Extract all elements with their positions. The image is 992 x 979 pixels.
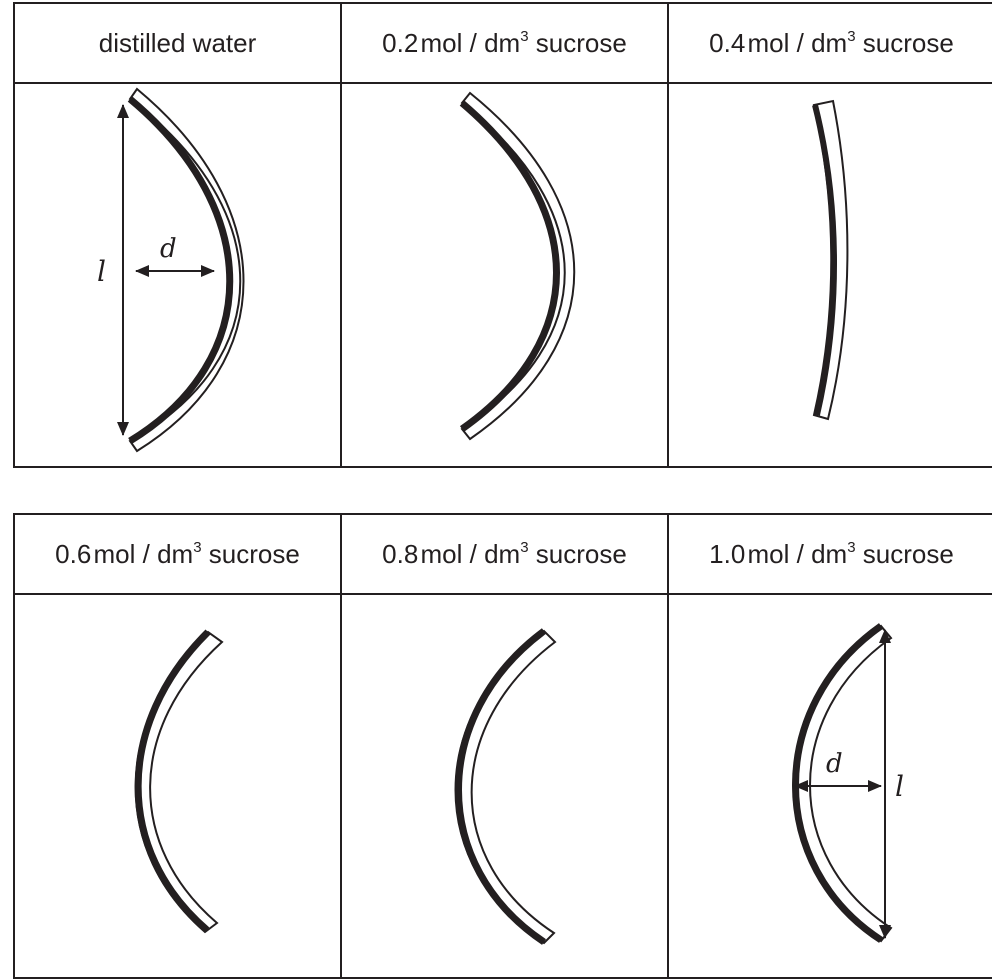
concentration-value: 0.2: [382, 27, 419, 58]
solute-name: sucrose: [208, 538, 300, 569]
tissue-strip-distilled-water: l d: [97, 87, 245, 453]
header-sucrose-0-8: 0.8 mol / dm3 sucrose: [340, 513, 669, 595]
cell-sucrose-0-2: [340, 82, 669, 468]
tissue-strip-dark-edge: [134, 629, 211, 933]
distance-label: d: [826, 749, 843, 779]
header-sucrose-0-2: 0.2 mol / dm3 sucrose: [340, 2, 669, 84]
tissue-strip-dark-edge: [455, 628, 547, 945]
results-table-top: distilled water 0.2 mol / dm3 sucrose 0.…: [13, 2, 992, 468]
concentration-unit: mol / dm: [420, 27, 521, 58]
solute-name: sucrose: [535, 27, 627, 58]
concentration-unit: mol / dm: [747, 538, 848, 569]
concentration-value: 0.8: [382, 538, 419, 569]
unit-exponent: 3: [193, 538, 202, 556]
length-label: l: [895, 770, 904, 803]
concentration-unit: mol / dm: [420, 538, 521, 569]
tissue-strip-sucrose-0-8: [454, 628, 557, 945]
results-table-bottom: 0.6 mol / dm3 sucrose 0.8 mol / dm3 sucr…: [13, 513, 992, 979]
concentration-value: 1.0: [709, 538, 746, 569]
tissue-strip-outline: [812, 99, 849, 421]
header-row-top: distilled water 0.2 mol / dm3 sucrose 0.…: [13, 2, 992, 84]
tissue-strip-sucrose-0-4: [812, 99, 849, 421]
header-sucrose-0-4: 0.4 mol / dm3 sucrose: [667, 2, 992, 84]
image-row-top: l d: [13, 82, 992, 468]
length-label: l: [97, 255, 106, 288]
concentration-value: 0.6: [55, 538, 92, 569]
tissue-strip-outline: [128, 87, 245, 453]
solute-name: sucrose: [862, 538, 954, 569]
concentration-unit: mol / dm: [747, 27, 848, 58]
tissue-strip-sucrose-0-2: [459, 91, 576, 441]
distance-label: d: [160, 234, 177, 264]
header-row-bottom: 0.6 mol / dm3 sucrose 0.8 mol / dm3 sucr…: [13, 513, 992, 595]
concentration-value: 0.4: [709, 27, 746, 58]
header-label: distilled water: [98, 27, 257, 58]
tissue-strip-outline: [792, 624, 893, 943]
tissue-strip-outline: [460, 91, 576, 441]
header-distilled-water: distilled water: [13, 2, 342, 84]
unit-exponent: 3: [520, 538, 529, 556]
tissue-strip-dark-edge: [812, 104, 837, 416]
tissue-strip-outline: [454, 629, 557, 945]
unit-exponent: 3: [847, 538, 856, 556]
solute-name: sucrose: [535, 538, 627, 569]
concentration-unit: mol / dm: [93, 538, 194, 569]
header-sucrose-1-0: 1.0 mol / dm3 sucrose: [667, 513, 992, 595]
unit-exponent: 3: [847, 27, 856, 45]
tissue-strip-dark-edge: [127, 96, 234, 444]
unit-exponent: 3: [520, 27, 529, 45]
tissue-strip-sucrose-0-6: [134, 629, 224, 934]
cell-sucrose-0-4: [667, 82, 992, 468]
tissue-strip-sucrose-1-0: d l: [792, 623, 904, 943]
cell-distilled-water: l d: [13, 82, 342, 468]
solute-name: sucrose: [862, 27, 954, 58]
cell-sucrose-0-8: [340, 593, 669, 979]
header-sucrose-0-6: 0.6 mol / dm3 sucrose: [13, 513, 342, 595]
cell-sucrose-1-0: d l: [667, 593, 992, 979]
cell-sucrose-0-6: [13, 593, 342, 979]
image-row-bottom: d l: [13, 593, 992, 979]
tissue-strip-outline: [134, 630, 224, 934]
tissue-strip-dark-edge: [459, 100, 560, 432]
